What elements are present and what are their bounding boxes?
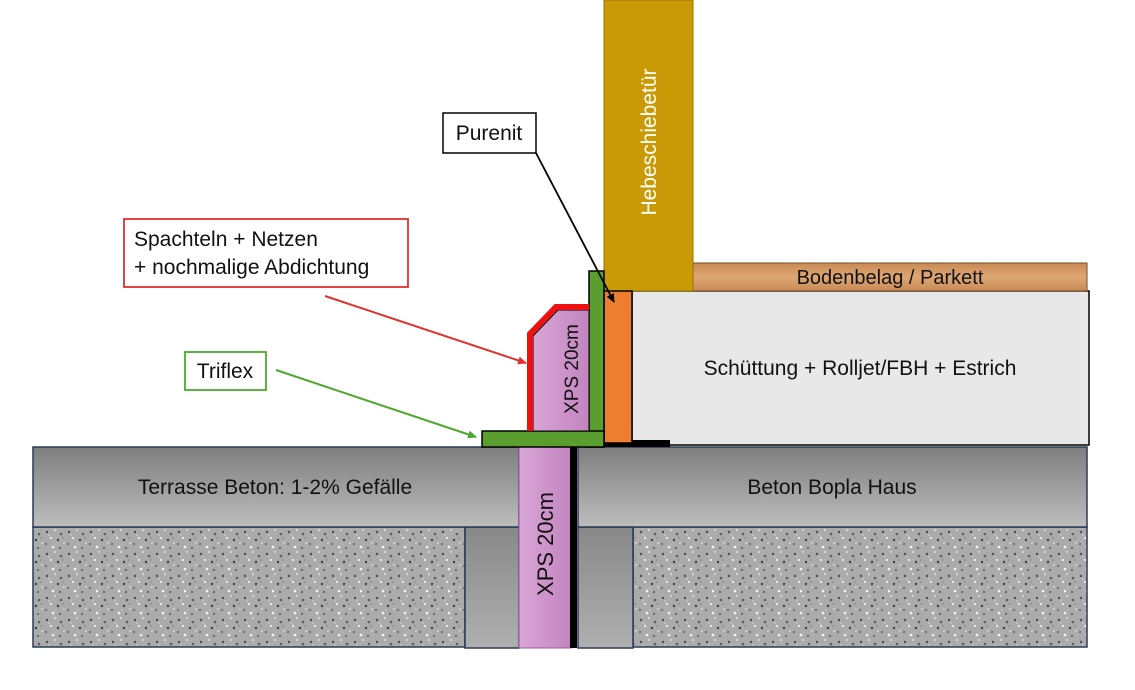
triflex-callout-box (184, 351, 267, 391)
foundation-pillar-right (577, 526, 634, 649)
spachteln-arrow (324, 295, 527, 365)
terrace-concrete-slab (32, 446, 520, 528)
foundation-pillar-left (464, 526, 520, 649)
purenit-strip (603, 290, 633, 444)
gravel-left (32, 526, 466, 648)
terrace-concrete-label: Terrasse Beton: 1-2% Gefälle (138, 476, 412, 499)
gravel-right (632, 526, 1088, 648)
lift-slide-door (603, 0, 694, 292)
red-sealing-coat (527, 304, 589, 431)
purenit-callout-label: Purenit (456, 122, 523, 145)
door-base-strip (603, 440, 670, 447)
triflex-arrow (275, 369, 477, 439)
door-label: Hebeschiebetür (638, 68, 661, 215)
triflex-callout-label: Triflex (197, 360, 254, 383)
purenit-callout-box (442, 112, 537, 154)
triflex-vertical (588, 270, 605, 448)
house-concrete-label: Beton Bopla Haus (747, 476, 916, 499)
house-concrete-slab (577, 446, 1088, 528)
black-separation-strip (570, 447, 577, 648)
purenit-arrow (535, 152, 615, 303)
spachteln-callout-line1: Spachteln + Netzen (134, 228, 318, 251)
spachteln-callout-line2: + nochmalige Abdichtung (134, 256, 369, 279)
parkett-label: Bodenbelag / Parkett (797, 267, 984, 289)
screed-label: Schüttung + Rolljet/FBH + Estrich (704, 357, 1017, 380)
screed-layer (631, 290, 1090, 446)
spachteln-callout-box (123, 218, 409, 288)
parkett-layer (692, 262, 1088, 292)
triflex-horizontal (481, 430, 605, 448)
xps-upper-label: XPS 20cm (562, 324, 583, 414)
xps-lower-label: XPS 20cm (533, 492, 558, 596)
